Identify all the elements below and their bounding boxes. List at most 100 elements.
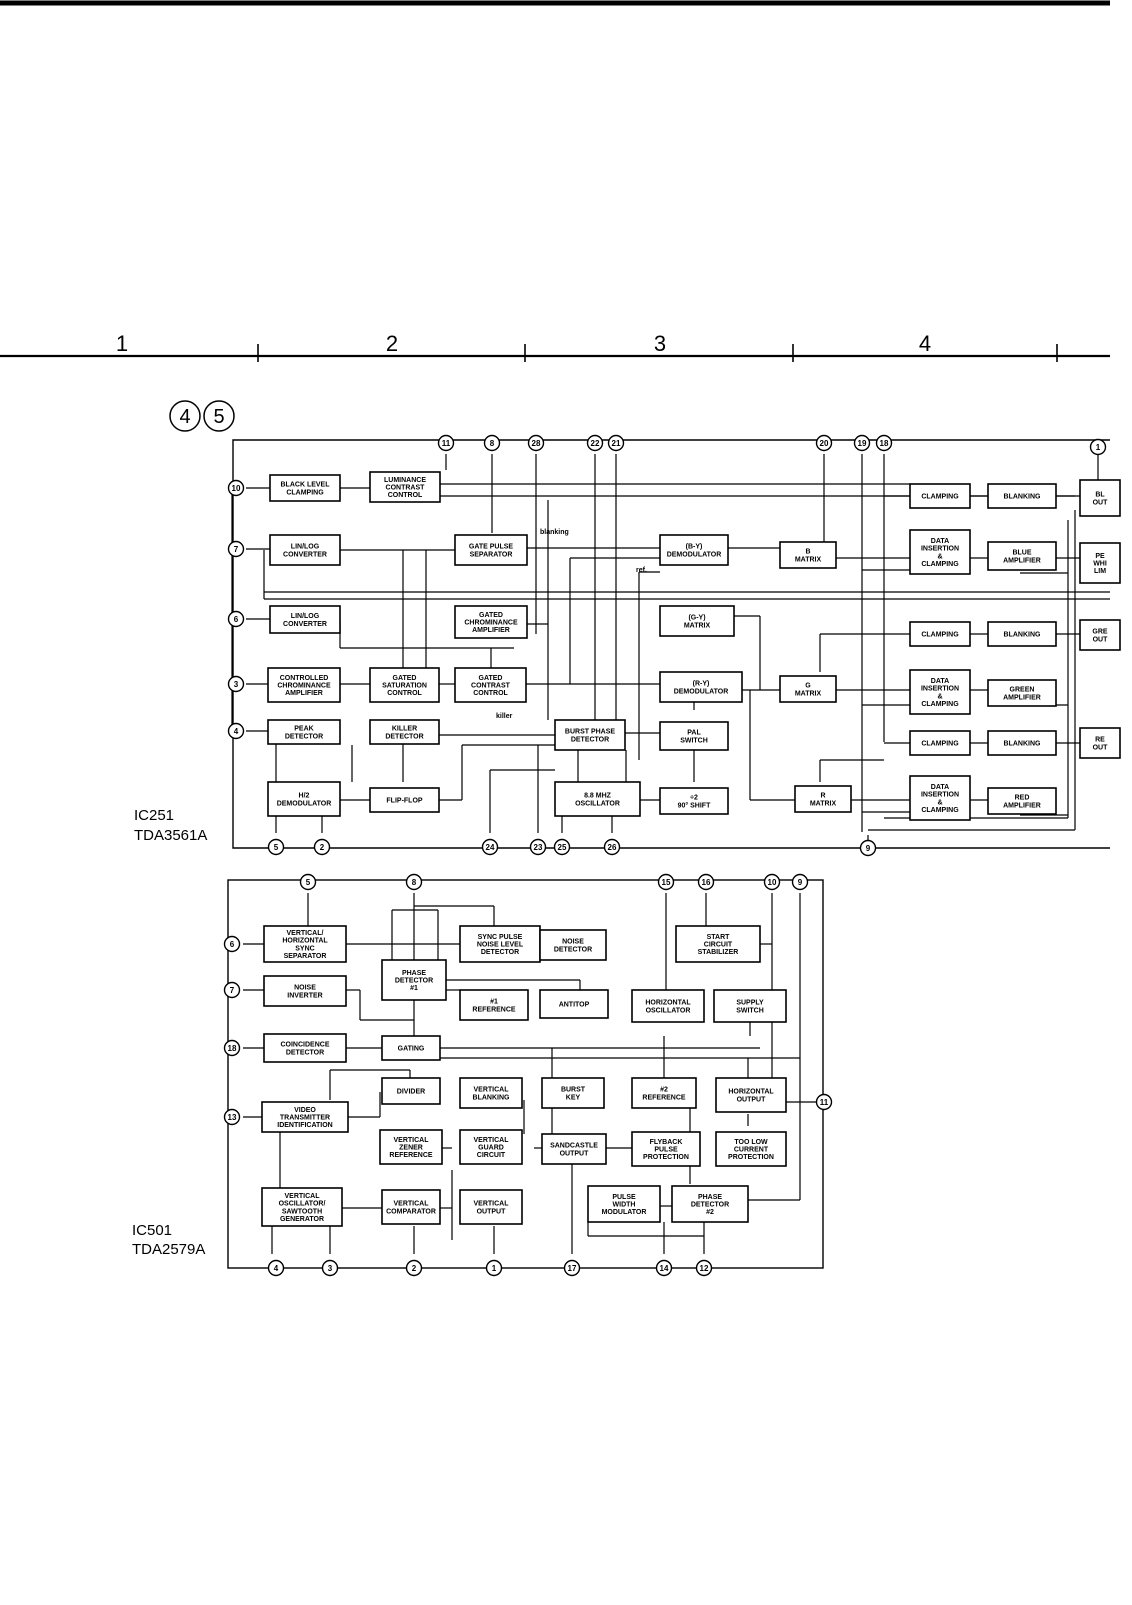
ic2-part: TDA2579A	[132, 1241, 205, 1258]
block-label-line: CLAMPING	[286, 489, 324, 496]
block-label-line: GATED	[479, 675, 503, 682]
pin-number: 6	[234, 615, 239, 624]
block-label-line: ZENER	[399, 1145, 423, 1152]
block-label-line: PHASE	[402, 970, 426, 977]
block-label-line: FLYBACK	[650, 1139, 683, 1146]
ic1-frame	[232, 439, 1110, 849]
block-label-line: INSERTION	[921, 686, 959, 693]
block-label-line: CONTROL	[473, 690, 508, 697]
block-label-line: MODULATOR	[602, 1209, 647, 1216]
pin-number: 11	[442, 439, 451, 448]
pin-number: 9	[798, 878, 803, 887]
block-label-line: CONTRAST	[386, 485, 426, 492]
block-label-line: NOISE	[562, 939, 584, 946]
ic1-block-ry-demod: (R-Y)DEMODULATOR	[659, 671, 743, 703]
block-label-line: CIRCUIT	[477, 1152, 506, 1159]
block-label-line: RED	[1015, 795, 1030, 802]
pin-number: 10	[768, 878, 777, 887]
block-label-line: TOO LOW	[734, 1139, 768, 1146]
block-label-line: BLUE	[1012, 550, 1031, 557]
block-label-line: PULSE	[654, 1147, 678, 1154]
block-label-line: DIVIDER	[397, 1089, 425, 1096]
block-label-line: CHROMINANCE	[464, 620, 518, 627]
block-label-line: OUT	[1093, 636, 1109, 643]
block-label-line: AMPLIFIER	[472, 627, 510, 634]
block-label-line: VERTICAL	[285, 1193, 321, 1200]
block-label-line: SYNC	[295, 945, 314, 952]
pin-number: 4	[234, 727, 239, 736]
block-label-line: R	[820, 793, 825, 800]
pin-number: 14	[660, 1264, 669, 1273]
block-label-line: COMPARATOR	[386, 1208, 436, 1215]
block-label-line: (G-Y)	[688, 615, 705, 622]
block-label-line: SWITCH	[680, 737, 708, 744]
block-label-line: LIN/LOG	[291, 544, 320, 551]
ic1-pin-7: 7	[227, 540, 245, 558]
ic1-block-clamp-b: CLAMPING	[909, 483, 971, 509]
pin-number: 18	[228, 1044, 237, 1053]
block-label-line: G	[805, 683, 811, 690]
block-label-line: DATA	[931, 538, 949, 545]
block-label-line: DETECTOR	[481, 949, 519, 956]
ic1-block-blank-b: BLANKING	[987, 483, 1057, 509]
ic1-pin-24: 24	[481, 838, 499, 856]
block-label-line: SUPPLY	[736, 1000, 764, 1007]
pin-number: 1	[1096, 443, 1101, 452]
pin-number: 18	[880, 439, 889, 448]
block-label-line: VERTICAL	[474, 1087, 510, 1094]
block-label-line: CLAMPING	[921, 701, 959, 708]
block-label-line: SEPARATOR	[470, 551, 513, 558]
ic1-wiring	[231, 454, 1110, 848]
ic1-pin-23: 23	[529, 838, 547, 856]
grid-ruler: 1 2 3 4	[0, 331, 1110, 362]
ic1-pin-1: 1	[1089, 438, 1107, 456]
block-label-line: (R-Y)	[693, 681, 710, 688]
block-label-line: BLANKING	[1004, 741, 1041, 748]
ic2-pin-3: 3	[321, 1259, 339, 1277]
block-label-line: GENERATOR	[280, 1216, 324, 1223]
block-label-line: OUTPUT	[560, 1150, 590, 1157]
block-label-line: #2	[706, 1209, 714, 1216]
block-label-line: MATRIX	[684, 622, 711, 629]
block-label-line: DEMODULATOR	[674, 688, 729, 695]
ic2-pin-10: 10	[763, 873, 781, 891]
block-label-line: &	[937, 799, 942, 806]
pin-number: 1	[492, 1264, 497, 1273]
block-label-line: DATA	[931, 784, 949, 791]
block-label-line: FLIP-FLOP	[386, 798, 422, 805]
pin-number: 8	[490, 439, 495, 448]
sheet-markers: 4 5	[169, 400, 235, 432]
block-label-line: OUTPUT	[737, 1096, 767, 1103]
ic1-block-clamp-r: CLAMPING	[909, 730, 971, 756]
ic2-pin-15: 15	[657, 873, 675, 891]
block-label-line: CONTROL	[388, 492, 423, 499]
block-label-line: CURRENT	[734, 1147, 769, 1154]
ic2-block-antitop: ANTITOP	[539, 989, 609, 1019]
block-label-line: (B-Y)	[686, 544, 703, 551]
block-label-line: BLANKING	[1004, 632, 1041, 639]
